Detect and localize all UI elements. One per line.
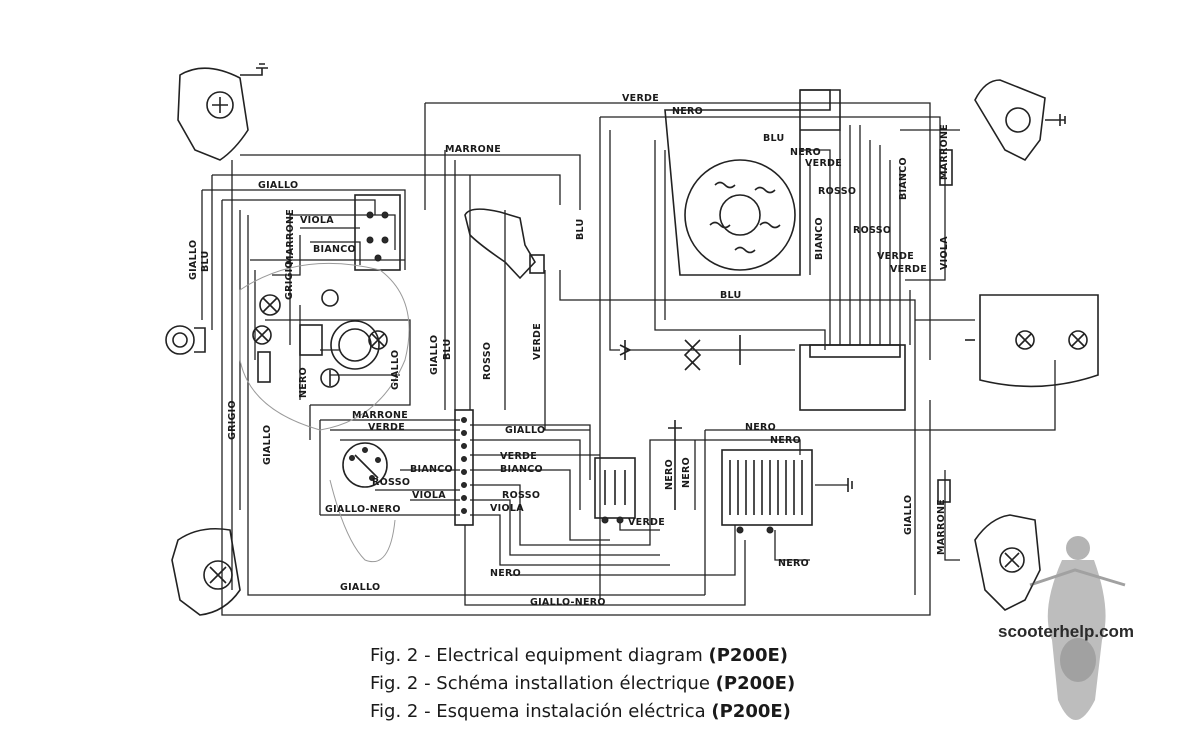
scooter-logo	[1029, 536, 1126, 720]
label-bianco-mag2: BIANCO	[814, 217, 825, 260]
label-nero-top: NERO	[672, 106, 703, 117]
label-marrone-top: MARRONE	[445, 144, 501, 155]
label-giallonero-tb: GIALLO-NERO	[325, 504, 401, 515]
label-viola-sw: VIOLA	[300, 215, 334, 226]
label-marrone-right2: MARRONE	[936, 499, 947, 555]
label-blu-mid: BLU	[442, 338, 453, 360]
label-blu-vert: BLU	[575, 218, 586, 240]
label-rosso-mag2: ROSSO	[853, 225, 891, 236]
flywheel-magneto	[664, 89, 841, 276]
caption-english: Fig. 2 - Electrical equipment diagram (P…	[370, 645, 788, 666]
label-blu-mag: BLU	[763, 133, 785, 144]
label-verde-vert: VERDE	[532, 323, 543, 360]
label-nero-reg3: NERO	[778, 558, 809, 569]
tail-lamp-right	[965, 294, 1099, 388]
caption-english-text: Fig. 2 - Electrical equipment diagram	[370, 645, 703, 666]
dashboard-cluster	[239, 262, 410, 431]
label-grigio-left: GRIGIO	[227, 400, 238, 440]
label-bianco-tb2: BIANCO	[500, 464, 543, 475]
label-giallo-right: GIALLO	[903, 495, 914, 535]
label-marrone-right: MARRONE	[939, 124, 950, 180]
flasher-relay	[594, 457, 636, 524]
watermark-text: scooterhelp.com	[998, 622, 1135, 641]
label-giallo-tb: GIALLO	[505, 425, 545, 436]
spark-plug-right	[939, 79, 1066, 186]
horn-left	[165, 325, 206, 355]
label-giallo-dash: GIALLO	[390, 350, 401, 390]
wire-labels: VERDE NERO MARRONE GIALLO VIOLA MARRONE …	[188, 93, 950, 608]
label-nero-mag: NERO	[790, 147, 821, 158]
front-lamp-top-left	[177, 63, 268, 161]
label-verde-top: VERDE	[622, 93, 659, 104]
label-giallo-top: GIALLO	[258, 180, 298, 191]
label-marrone-sw: MARRONE	[285, 209, 296, 265]
label-bianco-sw: BIANCO	[313, 244, 356, 255]
voltage-regulator	[721, 449, 813, 534]
label-viola-tb2: VIOLA	[490, 503, 524, 514]
label-viola-right: VIOLA	[939, 236, 950, 270]
label-viola-tb: VIOLA	[412, 490, 446, 501]
label-rosso-mid: ROSSO	[482, 342, 493, 380]
label-bianco-mag1: BIANCO	[898, 157, 909, 200]
label-rosso-tb: ROSSO	[372, 477, 410, 488]
label-rosso-mag1: ROSSO	[818, 186, 856, 197]
caption-spanish-model: (P200E)	[711, 701, 791, 722]
label-grigio-sw: GRIGIO	[284, 260, 295, 300]
rear-lamp-bottom-left	[171, 527, 241, 616]
label-nero-reg2: NERO	[770, 435, 801, 446]
label-verde-tb: VERDE	[368, 422, 405, 433]
caption-spanish-text: Fig. 2 - Esquema instalación eléctrica	[370, 701, 706, 722]
label-blu-horiz: BLU	[720, 290, 742, 301]
label-nero-dash: NERO	[298, 367, 309, 398]
label-verde-relay: VERDE	[628, 517, 665, 528]
caption-spanish: Fig. 2 - Esquema instalación eléctrica (…	[370, 701, 791, 722]
label-marrone-tb: MARRONE	[352, 410, 408, 421]
wiring-harness	[201, 102, 1056, 616]
caption-english-model: (P200E)	[708, 645, 788, 666]
rear-lamp-bottom-right	[937, 479, 1041, 611]
label-bianco-tb: BIANCO	[410, 464, 453, 475]
label-giallo-bottom: GIALLO	[340, 582, 380, 593]
label-blu-left: BLU	[200, 250, 211, 272]
label-nero-vert1: NERO	[664, 459, 675, 490]
label-nero-reg1: NERO	[745, 422, 776, 433]
label-verde-mag2: VERDE	[877, 251, 914, 262]
label-giallo-mid: GIALLO	[429, 335, 440, 375]
ignition-switch	[329, 442, 396, 562]
terminal-block	[454, 409, 474, 526]
ground-symbols	[619, 335, 853, 510]
label-nero-bottom: NERO	[490, 568, 521, 579]
label-giallonero-bottom: GIALLO-NERO	[530, 597, 606, 608]
label-verde-mag3: VERDE	[890, 264, 927, 275]
label-giallo-left: GIALLO	[188, 240, 199, 280]
battery	[799, 344, 906, 411]
label-giallo-left2: GIALLO	[262, 425, 273, 465]
label-rosso-tb2: ROSSO	[502, 490, 540, 501]
light-switch	[354, 194, 401, 271]
label-nero-vert2: NERO	[681, 457, 692, 488]
label-verde-mag: VERDE	[805, 158, 842, 169]
label-verde-tb2: VERDE	[500, 451, 537, 462]
caption-french-text: Fig. 2 - Schéma installation électrique	[370, 673, 710, 694]
caption-french: Fig. 2 - Schéma installation électrique …	[370, 673, 795, 694]
stop-light-switch	[464, 208, 545, 280]
caption-french-model: (P200E)	[715, 673, 796, 694]
